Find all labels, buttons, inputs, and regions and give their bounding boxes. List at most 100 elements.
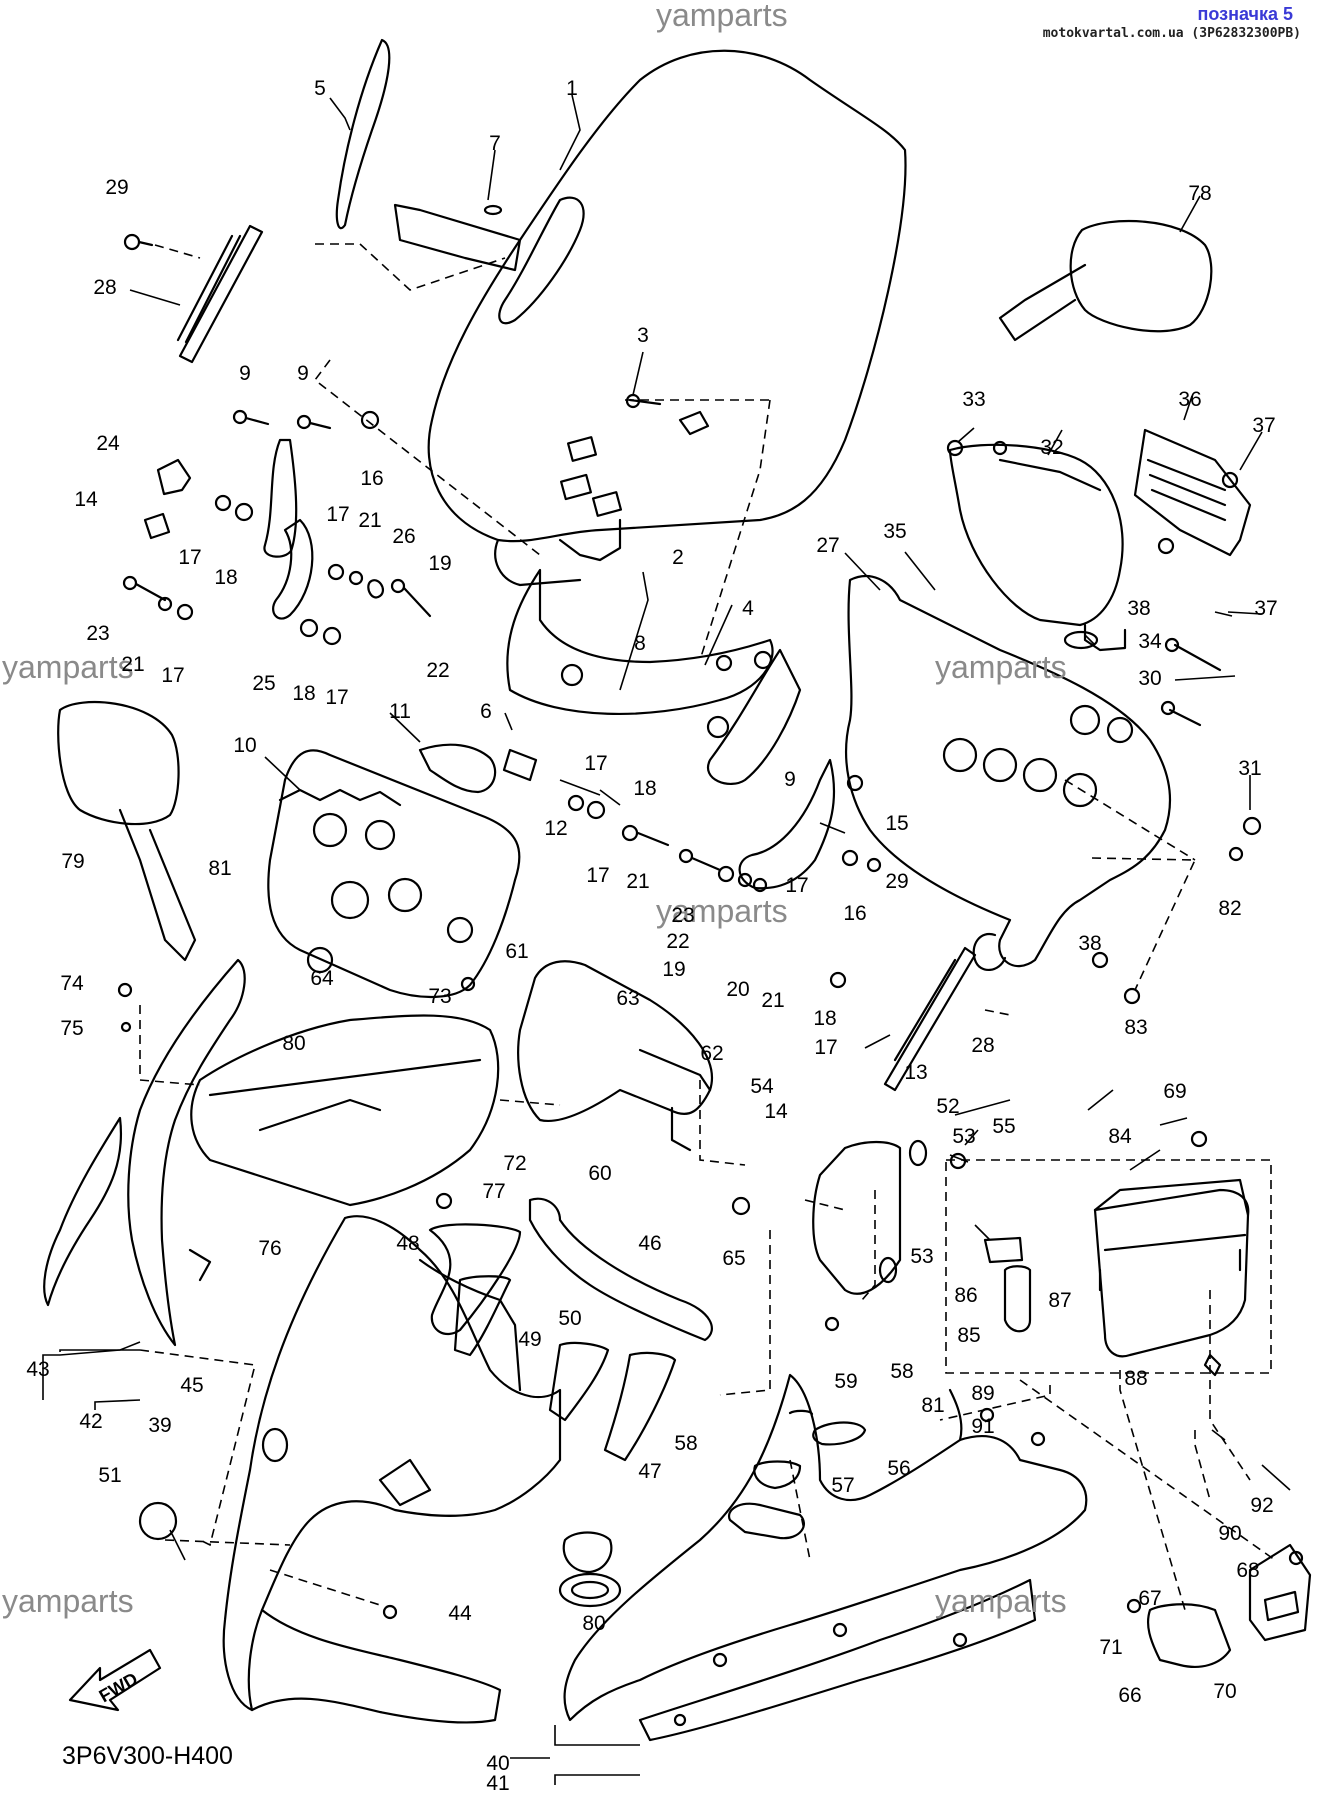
part-label-p21c: 21 bbox=[626, 870, 649, 893]
side-shell bbox=[127, 958, 246, 1347]
part-label-p9c: 9 bbox=[784, 768, 796, 791]
part-label-p85: 85 bbox=[957, 1324, 980, 1347]
part-label-p21a: 21 bbox=[358, 509, 381, 532]
part-label-p47: 47 bbox=[638, 1460, 661, 1483]
part-label-p51: 51 bbox=[98, 1464, 121, 1487]
part-label-p19b: 19 bbox=[662, 958, 685, 981]
part-label-p37a: 37 bbox=[1252, 414, 1275, 437]
header-source: motokvartal.com.ua (3P62832300PB) bbox=[1042, 26, 1301, 41]
front-cowl bbox=[222, 1215, 562, 1712]
fasteners bbox=[117, 233, 1304, 1620]
watermark-right: yamparts bbox=[935, 649, 1067, 685]
side-deflector bbox=[335, 38, 391, 230]
part-label-p84: 84 bbox=[1108, 1125, 1132, 1148]
part-label-p75: 75 bbox=[60, 1017, 83, 1040]
part-label-p10: 10 bbox=[233, 734, 256, 757]
part-label-p71: 71 bbox=[1099, 1636, 1122, 1659]
part-label-p28b: 28 bbox=[971, 1034, 994, 1057]
part-label-p62: 62 bbox=[700, 1042, 723, 1065]
part-label-p15: 15 bbox=[885, 812, 908, 835]
part-label-p90: 90 bbox=[1218, 1522, 1241, 1545]
part-label-p72: 72 bbox=[503, 1152, 526, 1175]
part-label-p41: 41 bbox=[486, 1772, 509, 1795]
part-label-p59: 59 bbox=[834, 1370, 857, 1393]
part-label-p22a: 22 bbox=[426, 659, 449, 682]
part-label-p73: 73 bbox=[428, 985, 451, 1008]
part-label-p61: 61 bbox=[505, 940, 528, 963]
part-label-p5: 5 bbox=[314, 77, 326, 100]
fwd-label: FWD bbox=[96, 1669, 141, 1707]
part-label-p4: 4 bbox=[742, 597, 754, 620]
part-label-p17a: 17 bbox=[326, 503, 349, 526]
part-label-p44: 44 bbox=[448, 1602, 472, 1625]
mirror-right bbox=[1069, 219, 1213, 333]
part-label-p53a: 53 bbox=[952, 1125, 975, 1148]
part-label-p28a: 28 bbox=[93, 276, 116, 299]
part-label-p20: 20 bbox=[726, 978, 749, 1001]
headlight-unit bbox=[267, 749, 521, 998]
ecu-group-box bbox=[945, 1159, 1272, 1374]
part-label-p17g: 17 bbox=[785, 874, 808, 897]
part-label-p43: 43 bbox=[26, 1358, 49, 1381]
part-label-p50: 50 bbox=[558, 1307, 581, 1330]
part-label-p83: 83 bbox=[1124, 1016, 1147, 1039]
part-label-p66: 66 bbox=[1118, 1684, 1141, 1707]
meter-cover bbox=[948, 443, 1124, 627]
part-label-p82: 82 bbox=[1218, 897, 1241, 920]
part-label-p69: 69 bbox=[1163, 1080, 1186, 1103]
part-label-p89: 89 bbox=[971, 1382, 994, 1405]
part-label-p74: 74 bbox=[60, 972, 84, 995]
part-label-p9b: 9 bbox=[297, 362, 309, 385]
part-label-p3: 3 bbox=[637, 324, 649, 347]
part-label-p12: 12 bbox=[544, 817, 567, 840]
part-label-p17e: 17 bbox=[584, 752, 607, 775]
part-label-p81b: 81 bbox=[921, 1394, 944, 1417]
part-label-p87: 87 bbox=[1048, 1289, 1071, 1312]
part-label-p22b: 22 bbox=[666, 930, 689, 953]
part-label-p18c: 18 bbox=[633, 777, 656, 800]
part-label-p58a: 58 bbox=[890, 1360, 913, 1383]
part-label-p17b: 17 bbox=[178, 546, 201, 569]
part-label-p48: 48 bbox=[396, 1232, 419, 1255]
part-label-p34: 34 bbox=[1138, 630, 1162, 653]
part-label-p26: 26 bbox=[392, 525, 415, 548]
part-label-p70: 70 bbox=[1213, 1680, 1236, 1703]
part-label-p14b: 14 bbox=[764, 1100, 788, 1123]
part-label-p1: 1 bbox=[566, 77, 578, 100]
inner-panel bbox=[517, 960, 713, 1123]
part-label-p80a: 80 bbox=[282, 1032, 305, 1055]
watermark-top: yamparts bbox=[656, 0, 788, 33]
part-label-p53b: 53 bbox=[910, 1245, 933, 1268]
part-label-p31: 31 bbox=[1238, 757, 1261, 780]
windscreen-stay bbox=[506, 568, 774, 716]
part-label-p30: 30 bbox=[1138, 667, 1161, 690]
watermark-mid: yamparts bbox=[656, 893, 788, 929]
part-label-p45: 45 bbox=[180, 1374, 203, 1397]
part-label-p19a: 19 bbox=[428, 552, 451, 575]
diagram-code: 3P6V300-H400 bbox=[62, 1742, 233, 1770]
watermark-left: yamparts bbox=[2, 649, 134, 685]
part-label-p25: 25 bbox=[252, 672, 275, 695]
part-label-p79: 79 bbox=[61, 850, 84, 873]
part-label-p21d: 21 bbox=[761, 989, 784, 1012]
part-label-p17d: 17 bbox=[325, 686, 348, 709]
fwd-arrow bbox=[68, 1648, 162, 1712]
windscreen bbox=[427, 49, 907, 543]
part-label-p81a: 81 bbox=[208, 857, 231, 880]
part-label-p49: 49 bbox=[518, 1328, 541, 1351]
part-label-p29a: 29 bbox=[105, 176, 128, 199]
part-label-p52: 52 bbox=[936, 1095, 959, 1118]
watermark-bottom-right: yamparts bbox=[935, 1583, 1067, 1619]
part-label-p65: 65 bbox=[722, 1247, 745, 1270]
part-label-p9a: 9 bbox=[239, 362, 251, 385]
part-label-p33: 33 bbox=[962, 388, 985, 411]
part-label-p23b: 23 bbox=[671, 904, 694, 927]
part-label-p77: 77 bbox=[482, 1180, 505, 1203]
screen-bracket bbox=[178, 224, 264, 364]
part-label-p35: 35 bbox=[883, 520, 906, 543]
part-label-p91: 91 bbox=[971, 1415, 994, 1438]
part-label-p8: 8 bbox=[634, 632, 646, 655]
part-label-p56: 56 bbox=[887, 1457, 910, 1480]
